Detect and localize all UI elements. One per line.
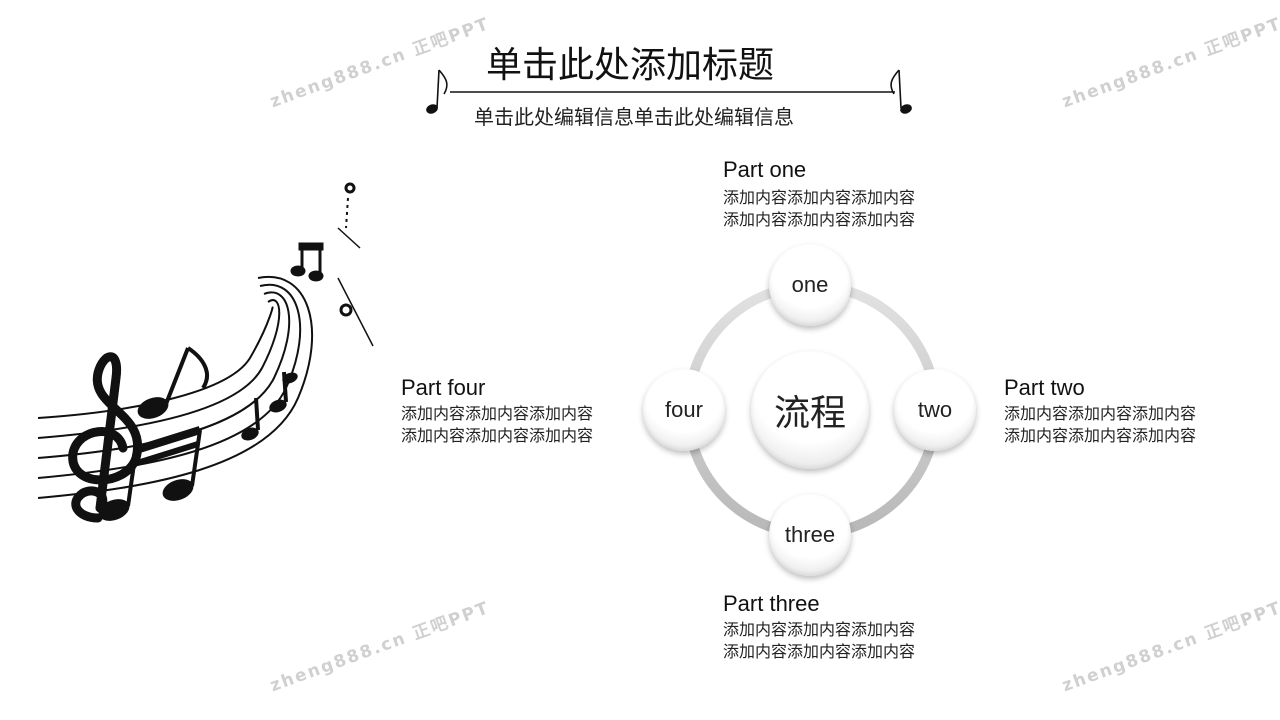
center-node-label: 流程 [773, 393, 846, 434]
part-one-block[interactable]: Part one 添加内容添加内容添加内容 添加内容添加内容添加内容 [723, 157, 915, 231]
part-four-title: Part four [401, 375, 486, 400]
part-four-block[interactable]: Part four 添加内容添加内容添加内容 添加内容添加内容添加内容 [401, 375, 593, 447]
part-one-desc: 添加内容添加内容添加内容 添加内容添加内容添加内容 [723, 187, 915, 231]
music-notes-icon [37, 182, 374, 523]
node-four[interactable]: four [643, 369, 725, 451]
part-three-title: Part three [723, 591, 820, 616]
node-two-label: two [917, 397, 953, 422]
node-three[interactable]: three [769, 494, 851, 576]
eighth-note-icon [890, 69, 912, 114]
part-one-title: Part one [723, 157, 807, 182]
eighth-note-icon [426, 69, 448, 114]
part-three-line1: 添加内容添加内容添加内容 [723, 620, 916, 639]
part-two-line2: 添加内容添加内容添加内容 [1004, 426, 1197, 445]
part-four-line1: 添加内容添加内容添加内容 [401, 404, 594, 423]
slide-subtitle[interactable]: 单击此处编辑信息单击此处编辑信息 [474, 105, 794, 129]
part-three-block[interactable]: Part three 添加内容添加内容添加内容 添加内容添加内容添加内容 [723, 591, 915, 663]
part-one-line2: 添加内容添加内容添加内容 [723, 210, 916, 229]
part-two-desc: 添加内容添加内容添加内容 添加内容添加内容添加内容 [1004, 403, 1196, 447]
node-one[interactable]: one [769, 244, 851, 326]
node-one-label: one [791, 272, 829, 297]
part-two-line1: 添加内容添加内容添加内容 [1004, 404, 1197, 423]
node-three-label: three [784, 522, 836, 547]
watermark: zheng888.cn 正吧PPT [1059, 13, 1280, 113]
part-two-block[interactable]: Part two 添加内容添加内容添加内容 添加内容添加内容添加内容 [1004, 375, 1196, 447]
part-one-line1: 添加内容添加内容添加内容 [723, 188, 916, 207]
watermark: zheng888.cn 正吧PPT [1059, 597, 1280, 697]
node-two[interactable]: two [894, 369, 976, 451]
node-four-label: four [665, 397, 703, 422]
title-underline-decoration [426, 69, 912, 114]
part-four-desc: 添加内容添加内容添加内容 添加内容添加内容添加内容 [401, 403, 593, 447]
center-node[interactable]: 流程 [751, 351, 869, 469]
part-three-line2: 添加内容添加内容添加内容 [723, 642, 916, 661]
part-two-title: Part two [1004, 375, 1085, 400]
slide-title[interactable]: 单击此处添加标题 [486, 45, 775, 86]
part-three-desc: 添加内容添加内容添加内容 添加内容添加内容添加内容 [723, 619, 915, 663]
part-four-line2: 添加内容添加内容添加内容 [401, 426, 594, 445]
watermark: zheng888.cn 正吧PPT [267, 597, 493, 697]
